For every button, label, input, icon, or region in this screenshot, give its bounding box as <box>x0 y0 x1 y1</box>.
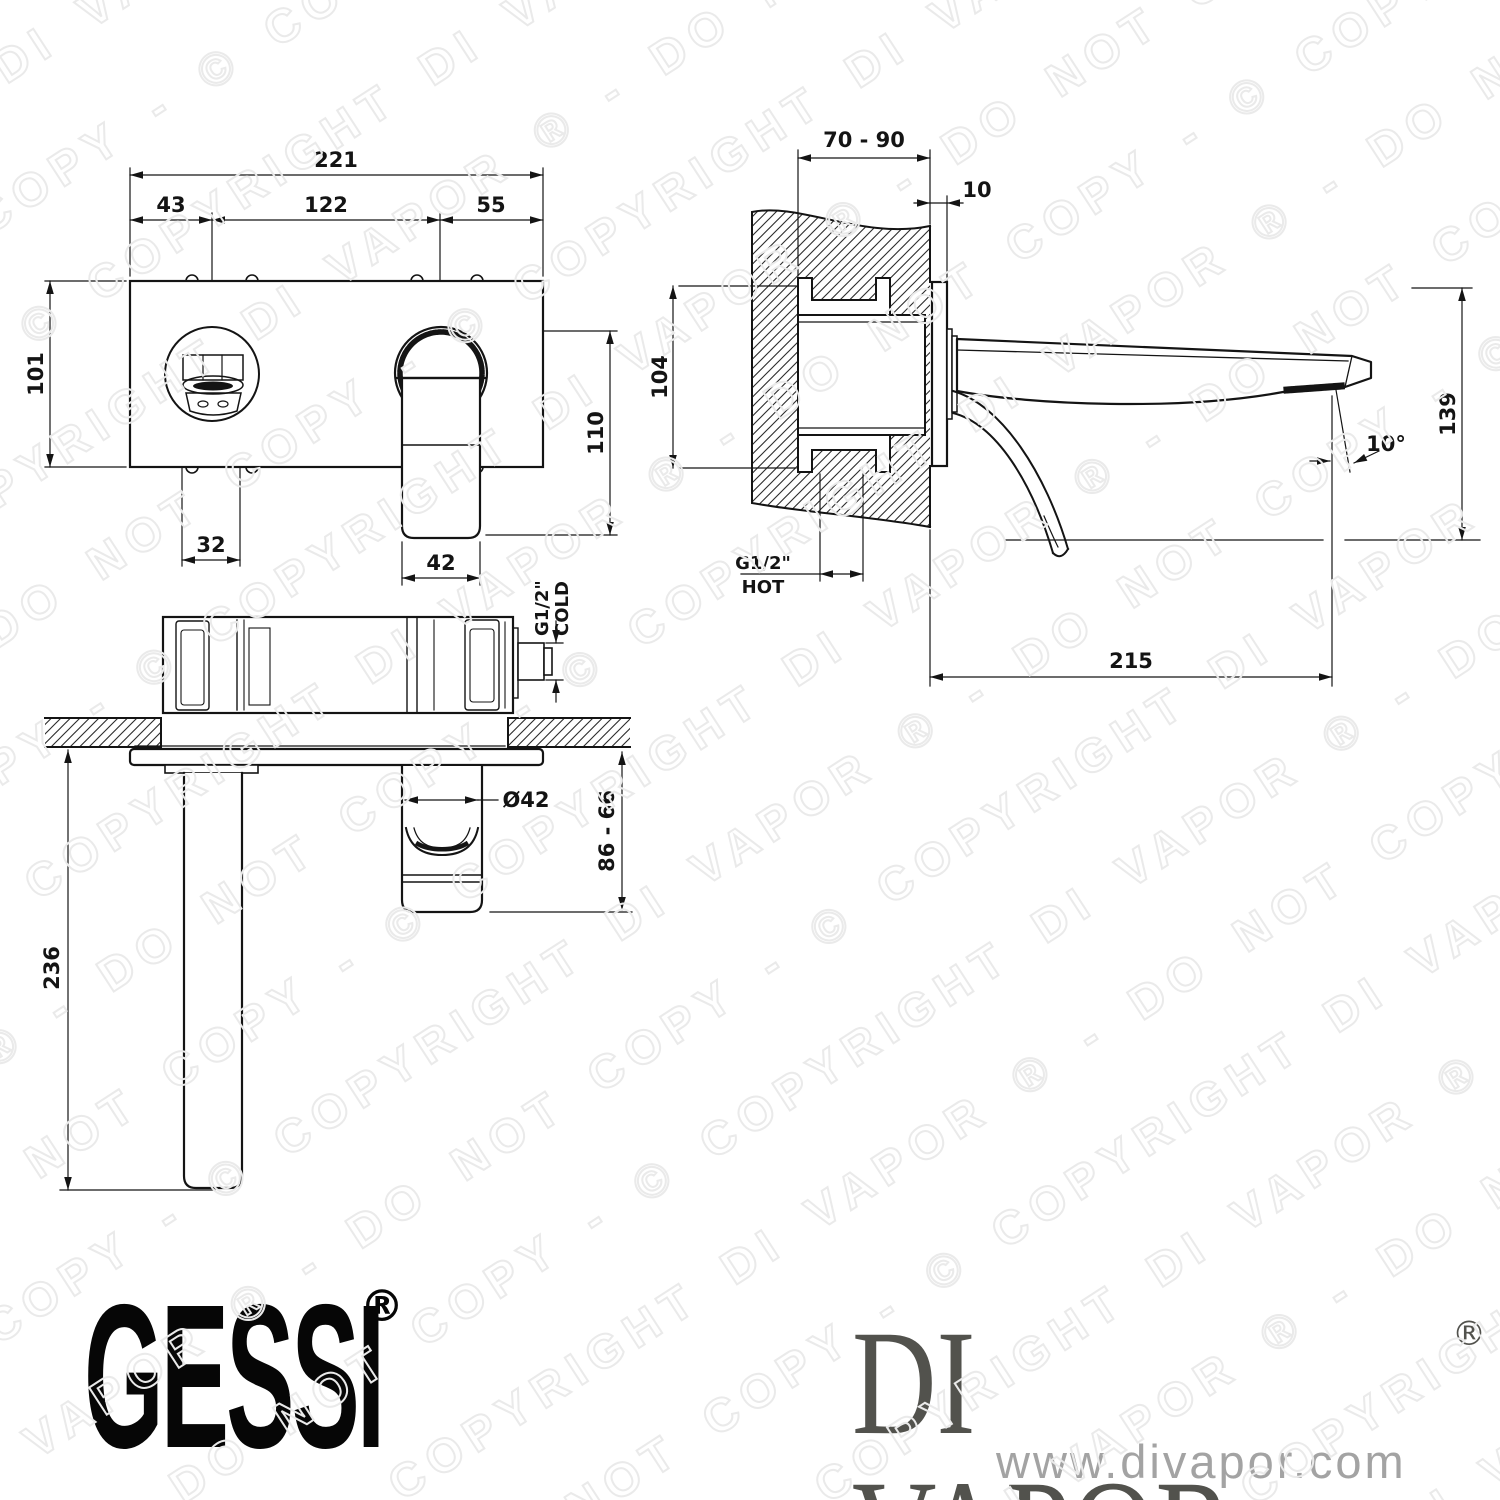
dim-handle-projection: 86 - 66 <box>595 790 619 872</box>
dim-handle-width: 42 <box>426 551 455 575</box>
cold-inlet-label: COLD <box>552 581 573 636</box>
dim-spout-cutout: 32 <box>196 533 225 557</box>
plan-plate <box>128 747 545 767</box>
gessi-logo-text: GESSI <box>84 1262 385 1491</box>
plan-view: 236 Ø42 86 - 66 G1/2" COLD <box>40 580 633 1191</box>
dim-handle-to-edge: 55 <box>476 193 505 217</box>
side-view: 70 - 90 10 104 G1/2" HOT 215 10° 139 <box>648 128 1481 687</box>
dim-total-width: 221 <box>314 148 358 172</box>
hot-inlet-thread: G1/2" <box>735 553 791 574</box>
dim-spout-height: 139 <box>1436 392 1460 436</box>
dim-plate-height: 101 <box>24 352 48 396</box>
plan-handle <box>400 764 484 914</box>
dim-handle-length: 110 <box>584 411 608 455</box>
dim-spout-offset: 43 <box>156 193 185 217</box>
dim-spout-length: 236 <box>40 946 64 990</box>
side-spout <box>955 337 1373 406</box>
side-dimension-lines <box>669 154 1466 681</box>
technical-drawing: 221 43 122 55 101 32 42 110 <box>24 128 1481 1191</box>
website-url: www.divapor.com <box>996 1435 1407 1488</box>
front-handle <box>393 325 489 540</box>
rough-in-body <box>797 277 926 473</box>
plan-dimension-lines <box>64 620 626 1191</box>
cold-inlet-thread: G1/2" <box>532 580 553 636</box>
plan-wall-left <box>44 717 162 748</box>
hot-inlet-label: HOT <box>742 577 785 598</box>
side-handle-lever <box>951 389 1070 558</box>
gessi-logo: GESSI <box>84 1274 681 1479</box>
gessi-registered-icon: ® <box>360 1281 404 1332</box>
divapor-registered-icon: ® <box>1452 1314 1486 1354</box>
front-view: 221 43 122 55 101 32 42 110 <box>24 148 618 586</box>
spout-escutcheon <box>164 326 260 422</box>
dim-plate-offset: 10 <box>962 178 991 202</box>
side-extension-lines <box>678 149 1481 687</box>
dim-handle-diameter: Ø42 <box>502 788 549 812</box>
plan-spout-tube <box>182 771 244 1190</box>
plan-spout-base <box>164 764 259 774</box>
cold-inlet-stub <box>517 642 545 681</box>
plan-valve-body <box>161 615 553 715</box>
dim-spout-reach: 215 <box>1109 649 1153 673</box>
divapor-logo: DI VAPOR <box>852 1300 1234 1500</box>
dim-rough-in-height: 104 <box>648 355 672 399</box>
side-plate <box>930 280 949 468</box>
aerator-slot <box>1283 382 1346 394</box>
plan-wall-right <box>507 717 631 748</box>
front-dimension-lines <box>46 171 614 582</box>
dim-wall-depth: 70 - 90 <box>823 128 905 152</box>
dim-spout-angle: 10° <box>1366 432 1406 456</box>
wall-section-outline <box>751 209 932 529</box>
dim-spout-to-handle: 122 <box>304 193 348 217</box>
spout-mount-disc <box>946 328 958 420</box>
